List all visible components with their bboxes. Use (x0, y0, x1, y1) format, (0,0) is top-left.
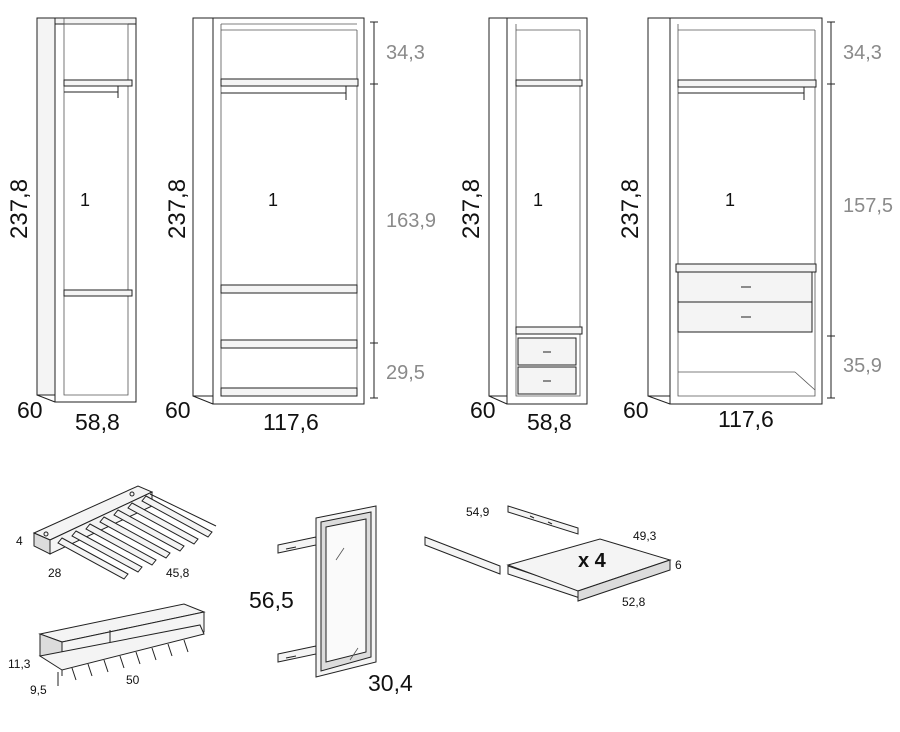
tray-quantity-label: x 4 (578, 550, 606, 572)
wardrobe-4-depth-label: 60 (623, 397, 649, 423)
tray-width-label: 52,8 (622, 595, 646, 609)
wardrobe-2-top-dim: 34,3 (386, 42, 425, 64)
wardrobe-2-section-number: 1 (268, 190, 279, 210)
wardrobe-3-drawing (488, 17, 588, 405)
mirror-drawing (277, 505, 377, 678)
tray-drawing (424, 505, 672, 602)
wardrobe-2-width-label: 117,6 (263, 409, 319, 435)
wardrobe-2-middle-dim: 163,9 (386, 210, 437, 232)
wardrobe-4-bottom-dim: 35,9 (843, 355, 882, 377)
wardrobe-1-width-label: 58,8 (75, 409, 120, 435)
mirror-height-label: 56,5 (249, 587, 294, 613)
wardrobe-3-depth-label: 60 (470, 397, 496, 423)
wardrobe-1-height-label: 237,8 (6, 178, 33, 239)
wardrobe-4-width-label: 117,6 (718, 406, 774, 432)
trouser-rack-length-label: 45,8 (166, 566, 190, 580)
wardrobe-1-drawing (36, 17, 137, 403)
shelf-rack-drawing (38, 603, 206, 686)
shelf-rack-length-label: 50 (126, 673, 140, 687)
wardrobe-3-height-label: 237,8 (458, 178, 485, 239)
trouser-rack-drawing (32, 485, 217, 580)
wardrobe-3-width-label: 58,8 (527, 409, 572, 435)
shelf-rack-height-label: 11,3 (8, 657, 31, 671)
wardrobe-4-height-label: 237,8 (617, 178, 644, 239)
wardrobe-2-depth-label: 60 (165, 397, 191, 423)
tray-height-label: 6 (675, 558, 682, 572)
wardrobe-2-drawing (192, 17, 378, 405)
tray-rail-label: 54,9 (466, 505, 490, 519)
wardrobe-1-depth-label: 60 (17, 397, 43, 423)
wardrobe-4-top-dim: 34,3 (843, 42, 882, 64)
wardrobe-1-section-number: 1 (80, 190, 91, 210)
trouser-rack-depth-label: 4 (16, 534, 23, 548)
wardrobe-3-section-number: 1 (533, 190, 544, 210)
mirror-width-label: 30,4 (368, 670, 413, 696)
wardrobe-4-section-number: 1 (725, 190, 736, 210)
wardrobe-2-height-label: 237,8 (164, 178, 191, 239)
wardrobe-4-drawing (647, 17, 835, 405)
wardrobe-2-bottom-dim: 29,5 (386, 362, 425, 384)
tray-depth-label: 49,3 (633, 529, 657, 543)
wardrobe-4-middle-dim: 157,5 (843, 195, 894, 217)
trouser-rack-width-label: 28 (48, 566, 62, 580)
shelf-rack-depth-label: 9,5 (30, 683, 47, 697)
